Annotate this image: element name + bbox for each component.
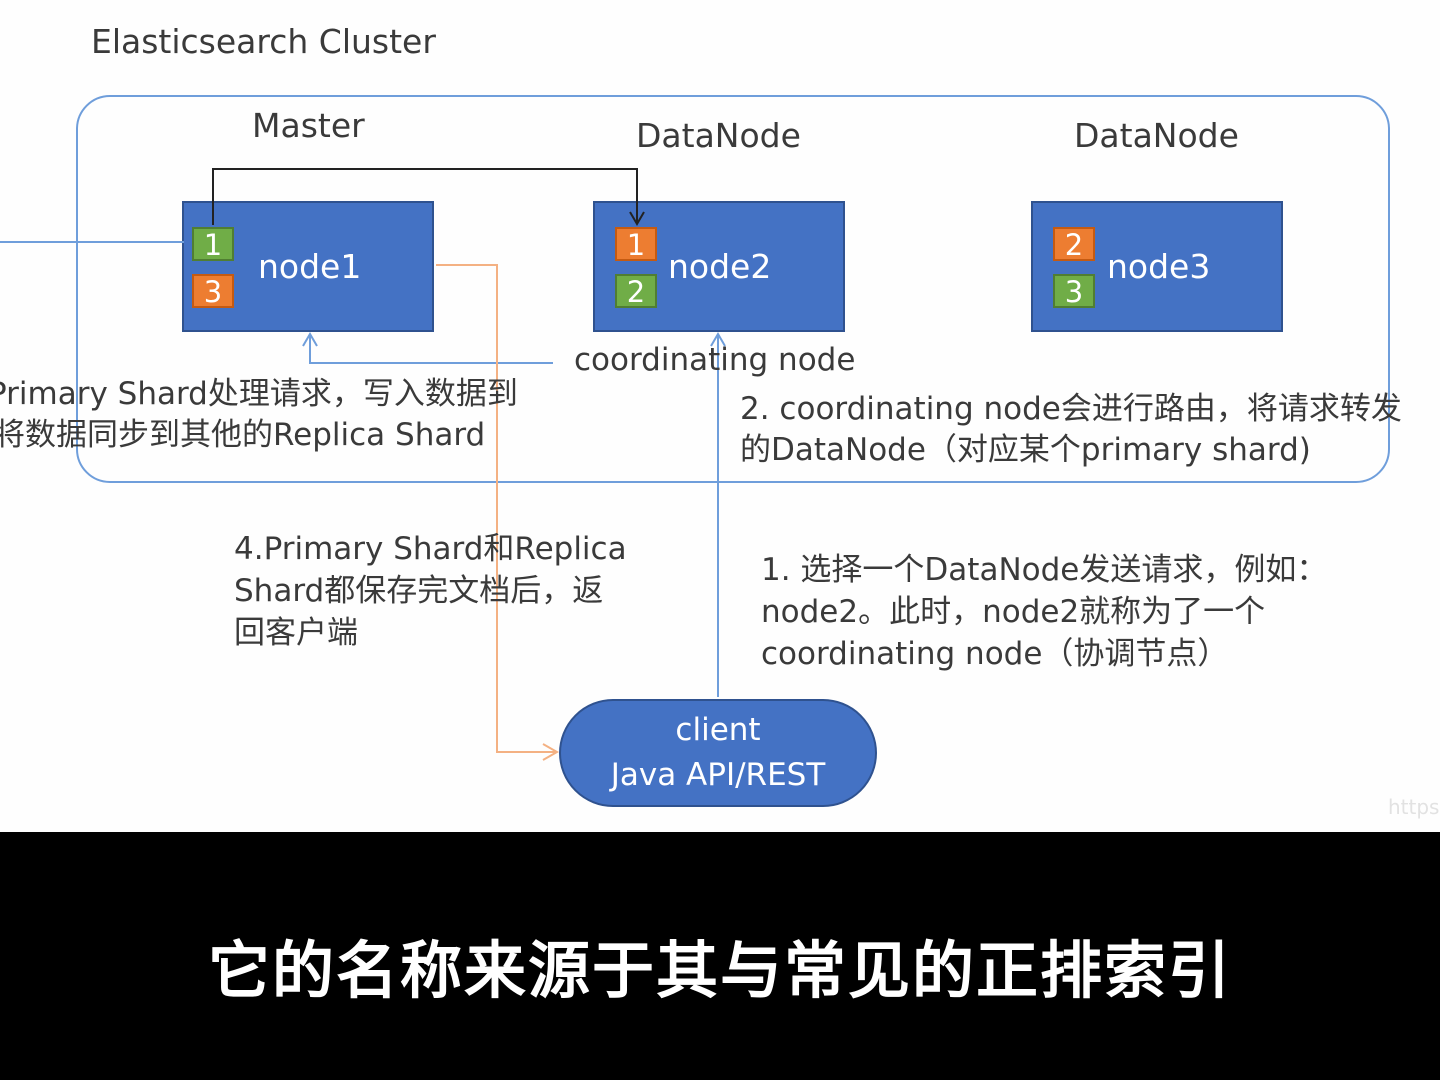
role-label-datanode-2: DataNode [636,116,801,155]
step1-note-line3: coordinating node（协调节点） [761,636,1229,672]
role-label-datanode-3: DataNode [1074,116,1239,155]
step2-note-line2: 的DataNode（对应某个primary shard) [740,432,1311,468]
watermark-text: https: [1388,795,1440,819]
client-api-label: Java API/REST [610,757,826,793]
step3-note-line2: 将数据同步到其他的Replica Shard [0,417,486,453]
node1-box: 1 3 node1 [182,201,434,332]
node3-shard-2: 3 [1053,274,1095,308]
step3-note-line1: Primary Shard处理请求，写入数据到 [0,376,518,412]
step1-note-line1: 1. 选择一个DataNode发送请求，例如： [761,552,1328,588]
cluster-boundary [76,95,1390,483]
video-subtitle: 它的名称来源于其与常见的正排索引 [207,934,1232,1007]
return-arrow-node1-to-client [436,264,557,752]
node2-shard-1: 1 [615,227,657,261]
client-node: client Java API/REST [559,699,877,807]
step4-note-line3: 回客户端 [234,615,358,651]
node1-label: node1 [258,247,362,286]
diagram-canvas: Elasticsearch Cluster Master DataNode Da… [0,22,1440,832]
node3-label: node3 [1107,247,1211,286]
node2-shard-2: 2 [615,274,657,308]
cluster-title: Elasticsearch Cluster [91,22,436,61]
node1-shard-1: 1 [192,227,234,261]
response-arrow-to-node1 [302,332,553,364]
subtitle-bar [0,832,1440,1080]
node2-label: node2 [668,247,772,286]
step2-note-line1: 2. coordinating node会进行路由，将请求转发 [740,391,1402,427]
node3-box: 2 3 node3 [1031,201,1283,332]
step1-note-line2: node2。此时，node2就称为了一个 [761,594,1266,630]
connector-lines [0,168,726,832]
client-label: client [675,712,761,749]
coordinating-node-label: coordinating node [574,342,856,378]
step4-note-line2: Shard都保存完文档后，返 [234,573,604,609]
route-arrow-node1-to-node2 [212,168,645,226]
step4-note-line1: 4.Primary Shard和Replica [234,531,627,567]
role-label-master: Master [252,106,365,145]
node3-shard-1: 2 [1053,227,1095,261]
node1-shard-2: 3 [192,274,234,308]
